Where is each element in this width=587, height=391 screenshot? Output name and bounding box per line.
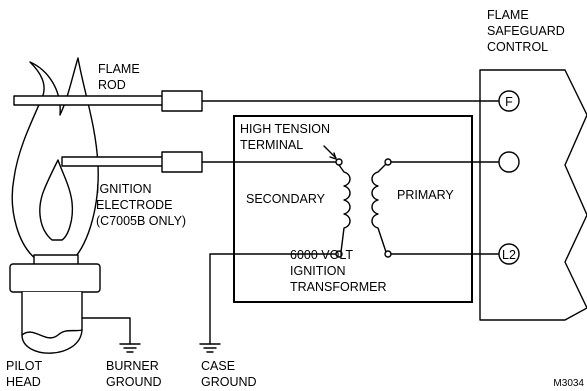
control-label-line1: FLAME	[487, 8, 529, 22]
terminal-middle	[498, 151, 520, 173]
pilot-burner-assembly	[9, 57, 101, 354]
case-ground-label-line1: CASE	[201, 359, 235, 373]
pilot-head-collar	[9, 263, 101, 293]
control-label-line3: CONTROL	[487, 40, 548, 54]
pilot-label-line2: HEAD	[6, 375, 41, 389]
figure-reference: M3034	[553, 378, 584, 389]
flame-rod-label-line1: FLAME	[98, 62, 140, 76]
transformer-box	[233, 115, 473, 303]
pilot-head-body	[21, 291, 83, 354]
transformer-label-line2: IGNITION	[290, 264, 346, 278]
primary-label: PRIMARY	[397, 188, 454, 202]
high-tension-label-line1: HIGH TENSION	[240, 122, 330, 136]
ignition-label-line3: (C7005B ONLY)	[96, 214, 186, 228]
burner-ground	[81, 317, 141, 353]
burner-ground-label-line2: GROUND	[106, 375, 162, 389]
flame-rod-insulator	[161, 90, 203, 112]
flame-safeguard-control: F L2	[479, 69, 587, 321]
terminal-l2-label: L2	[502, 248, 516, 262]
terminal-f	[498, 90, 520, 112]
terminal-pointer	[323, 145, 337, 159]
ignition-electrode-insulator	[161, 151, 203, 173]
transformer-label-line1: 6000 VOLT	[290, 248, 353, 262]
primary-coil	[371, 163, 387, 253]
terminal-l2	[498, 243, 520, 265]
control-outline	[479, 69, 587, 321]
terminal-f-label: F	[505, 95, 513, 109]
secondary-coil	[338, 164, 351, 253]
flame-rod	[13, 90, 499, 112]
burner-ground-label-line1: BURNER	[106, 359, 159, 373]
transformer-label-line3: TRANSFORMER	[290, 280, 387, 294]
ignition-electrode	[61, 151, 343, 173]
high-tension-label-line2: TERMINAL	[240, 138, 303, 152]
pilot-head-cut	[21, 329, 83, 339]
ignition-label-line2: ELECTRODE	[96, 198, 172, 212]
case-ground-label-line2: GROUND	[201, 375, 257, 389]
flame-rod-label-line2: ROD	[98, 78, 126, 92]
ignition-label-line1: IGNITION	[96, 182, 152, 196]
case-ground	[199, 343, 221, 353]
secondary-label: SECONDARY	[246, 192, 326, 206]
control-label-line2: SAFEGUARD	[487, 24, 565, 38]
pilot-flame-inner	[39, 159, 74, 241]
pilot-label-line1: PILOT	[6, 359, 42, 373]
